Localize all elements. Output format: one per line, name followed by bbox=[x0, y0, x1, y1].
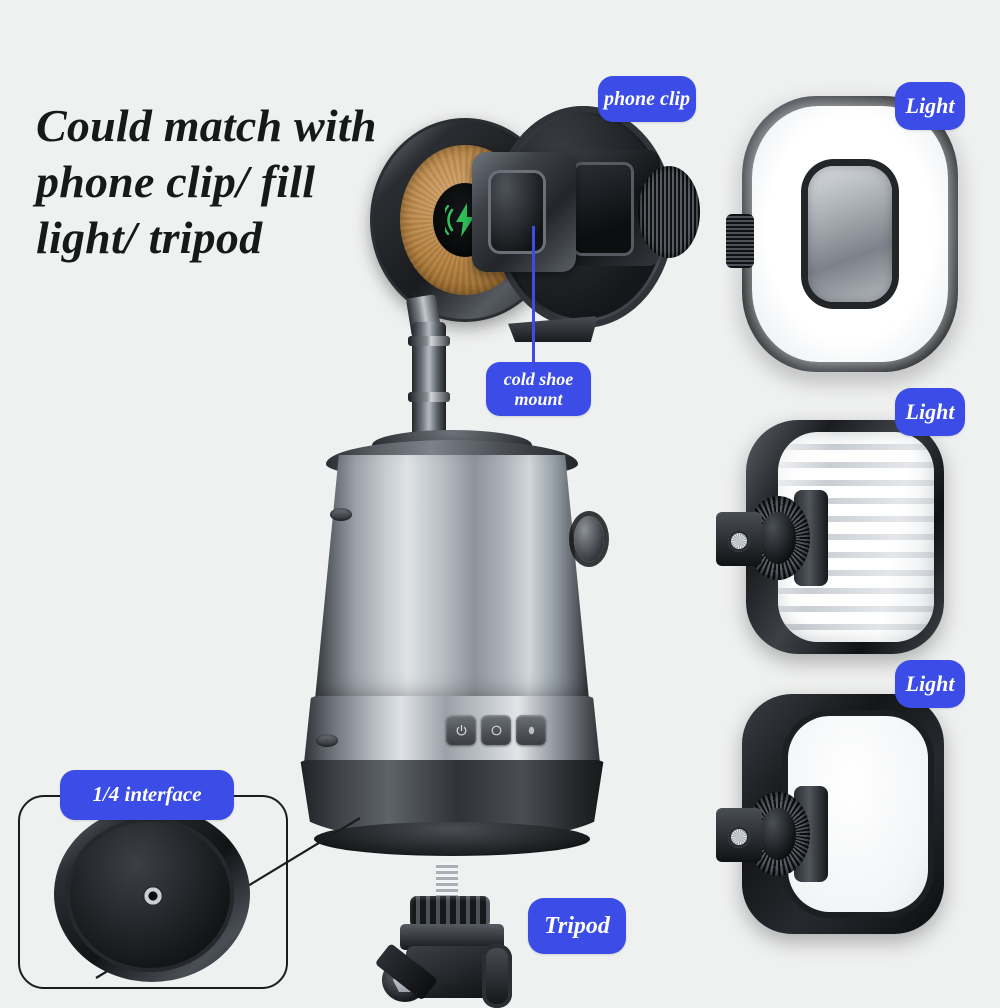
badge-quarter-interface[interactable]: 1/4 interface bbox=[60, 770, 234, 820]
gimbal-side-button[interactable] bbox=[574, 516, 604, 562]
page-title: Could match with phone clip/ fill light/… bbox=[36, 100, 377, 264]
product-light-ring bbox=[726, 96, 958, 372]
phone-clip-pad bbox=[572, 162, 634, 256]
product-tripod-head bbox=[374, 862, 558, 1008]
quarter-inch-screw-socket bbox=[728, 826, 750, 848]
product-light-striped bbox=[716, 420, 944, 654]
badge-tripod[interactable]: Tripod bbox=[528, 898, 626, 954]
neck-joint-ring bbox=[408, 336, 450, 346]
mode-button[interactable] bbox=[481, 715, 511, 745]
cold-shoe-mount-assembly bbox=[716, 490, 828, 586]
cold-shoe-mount-assembly bbox=[716, 786, 828, 882]
quarter-inch-screw-hole bbox=[142, 886, 164, 906]
product-light-panel bbox=[716, 694, 944, 934]
indicator-icon bbox=[528, 726, 534, 734]
product-gimbal bbox=[286, 100, 700, 856]
mode-circle-icon bbox=[491, 725, 501, 735]
clip-jaw-opening bbox=[488, 170, 546, 254]
phone-clip-jaw bbox=[472, 152, 576, 272]
quarter-inch-screw-socket bbox=[728, 530, 750, 552]
badge-phone-clip[interactable]: phone clip bbox=[598, 76, 696, 122]
base-screw bbox=[330, 508, 352, 521]
badge-cold-shoe-mount[interactable]: cold shoe mount bbox=[486, 362, 591, 416]
power-icon bbox=[456, 724, 466, 736]
clip-rotation-knob[interactable] bbox=[638, 166, 700, 258]
tripod-quarter-inch-screw bbox=[436, 862, 458, 902]
tripod-side-lever[interactable] bbox=[482, 944, 512, 1008]
badge-light-bottom[interactable]: Light bbox=[895, 660, 965, 708]
tripod-mount-plate bbox=[400, 924, 504, 950]
badge-light-top[interactable]: Light bbox=[895, 82, 965, 130]
ring-light-mirror-panel bbox=[808, 166, 892, 302]
base-foot-lip bbox=[314, 822, 590, 856]
badge-light-middle[interactable]: Light bbox=[895, 388, 965, 436]
control-button-group bbox=[446, 712, 576, 748]
gimbal-base-body bbox=[314, 455, 590, 710]
tripod-knurled-knob[interactable] bbox=[410, 896, 490, 928]
neck-joint-ring bbox=[408, 392, 450, 402]
cold-shoe-leader-line bbox=[532, 226, 535, 366]
ring-light-hinge bbox=[726, 214, 754, 268]
indicator-button[interactable] bbox=[516, 715, 546, 745]
base-screw bbox=[316, 734, 338, 747]
power-button[interactable] bbox=[446, 715, 476, 745]
